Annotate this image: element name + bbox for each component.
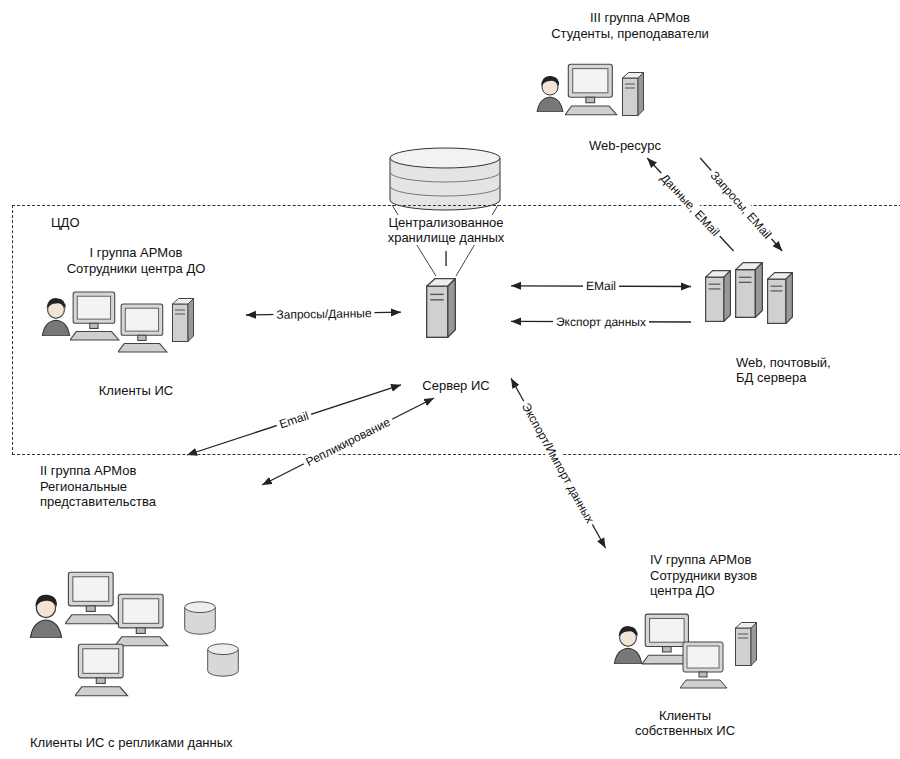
replica-cylinder — [208, 644, 239, 676]
connector-label: EMail — [583, 279, 619, 293]
group-heading: I группа АРМов — [36, 245, 236, 260]
connector-label: Экспорт/Импорт данных — [518, 398, 599, 528]
group-heading: II группа АРМов — [40, 463, 200, 478]
node-label: Клиенты ИС с репликами данных — [30, 735, 260, 750]
person-icon — [614, 626, 641, 664]
connector-label: Email — [275, 408, 314, 433]
person-icon — [30, 595, 61, 638]
connector — [262, 398, 434, 485]
computer-icon — [75, 644, 128, 696]
computer-icon — [565, 64, 617, 115]
storage-cylinder — [390, 148, 500, 276]
tower-icon — [736, 263, 763, 318]
person-icon — [42, 298, 69, 336]
group-heading: III группа АРМов — [550, 10, 730, 25]
node-label: Централизованное хранилище данных — [376, 215, 516, 245]
data-storage: Централизованное хранилище данных — [366, 149, 526, 251]
node-label: Web, почтовый, БД сервера — [736, 355, 841, 385]
node-label: Региональные представительства — [40, 479, 180, 509]
cylinder-band — [390, 172, 500, 182]
computer-icon — [65, 572, 118, 624]
computer-icon — [680, 642, 727, 688]
person-icon — [537, 76, 563, 112]
group-heading: IV группа АРМов — [650, 552, 765, 567]
tower-icon — [623, 73, 644, 116]
tower-icon — [736, 623, 757, 666]
workstation-group: II группа АРМовРегиональные представител… — [12, 455, 262, 755]
node-label: Сотрудники вузов центра ДО — [650, 568, 760, 598]
group-four-icons — [614, 614, 756, 688]
cylinder-top — [390, 148, 500, 168]
computer-icon — [115, 594, 168, 646]
node-label: Клиенты собственных ИС — [620, 708, 750, 738]
node-label: Студенты, преподаватели — [535, 26, 725, 41]
computer-icon — [118, 304, 167, 352]
node-label: ЦДО — [51, 215, 111, 230]
group-two-icons — [30, 572, 238, 696]
computer-icon — [70, 292, 119, 340]
tower-icon — [768, 273, 793, 324]
server: Сервер ИС — [401, 266, 511, 398]
tower-icon — [706, 271, 731, 322]
connector — [445, 251, 446, 266]
tower-icon — [427, 279, 456, 338]
connector-label: Репликирование — [301, 413, 395, 470]
node-label: Web-ресурс — [570, 138, 680, 153]
replica-cylinder — [185, 602, 216, 634]
group-one-icons — [42, 292, 193, 352]
workstation-group: IV группа АРМовСотрудники вузов центра Д… — [595, 548, 770, 748]
cylinder-band — [390, 186, 500, 196]
node-label: Сотрудники центра ДО — [36, 261, 236, 276]
connector — [511, 378, 606, 548]
workstation-group: III группа АРМовСтуденты, преподавателиW… — [520, 8, 732, 158]
connector-label: Запросы/Данные — [273, 306, 374, 322]
node-label: Клиенты ИС — [81, 383, 191, 398]
node-label: Сервер ИС — [406, 378, 506, 393]
tower-icon — [173, 299, 194, 342]
connector — [187, 385, 401, 455]
group-three-icons — [537, 64, 644, 115]
web-server-icons — [706, 263, 793, 324]
connector-label: Экспорт данных — [553, 315, 649, 329]
server-icon — [427, 279, 456, 338]
workstation-group: I группа АРМовСотрудники центра ДО Клиент… — [31, 243, 246, 403]
web-server-group: Web, почтовый, БД сервера — [691, 251, 843, 393]
